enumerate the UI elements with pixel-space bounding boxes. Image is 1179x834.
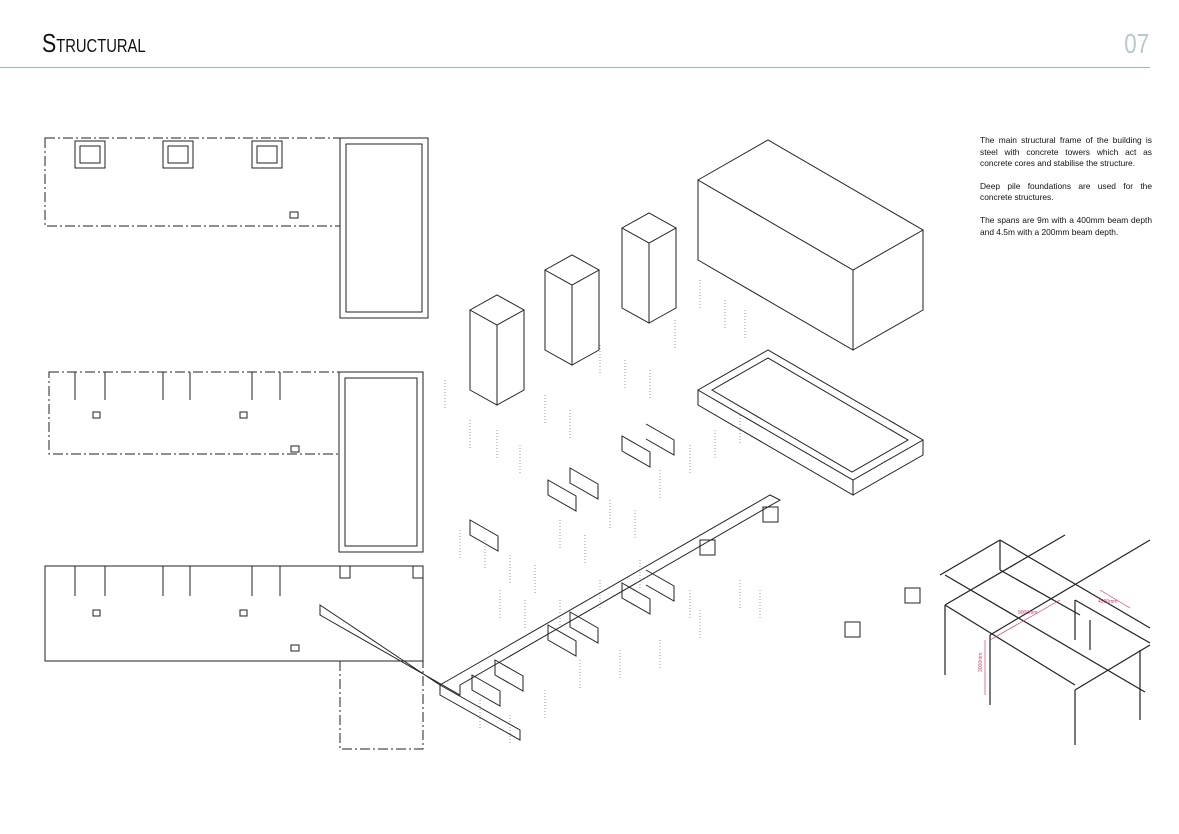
- dimension-lines: [984, 589, 1131, 695]
- description-text: The main structural frame of the buildin…: [980, 135, 1152, 249]
- isometric-structure: [319, 139, 925, 741]
- paragraph-spans: The spans are 9m with a 400mm beam depth…: [980, 214, 1152, 237]
- floor-plan-lower: [44, 565, 424, 750]
- page-title: Structural: [42, 28, 146, 58]
- pile-markers: [444, 280, 761, 745]
- header-divider: [0, 67, 1150, 68]
- paragraph-frame: The main structural frame of the buildin…: [980, 135, 1152, 169]
- dimension-span-4500: 4500mm: [1098, 599, 1117, 605]
- floor-plan-upper: [44, 137, 429, 319]
- paragraph-foundations: Deep pile foundations are used for the c…: [980, 180, 1152, 203]
- dimension-span-9000: 9000mm: [1018, 610, 1037, 616]
- floor-plan-middle: [48, 371, 424, 553]
- page-number: 07: [1124, 28, 1149, 59]
- dimension-height-3000: 3000mm: [978, 653, 984, 672]
- steel-frame-detail: [939, 534, 1151, 745]
